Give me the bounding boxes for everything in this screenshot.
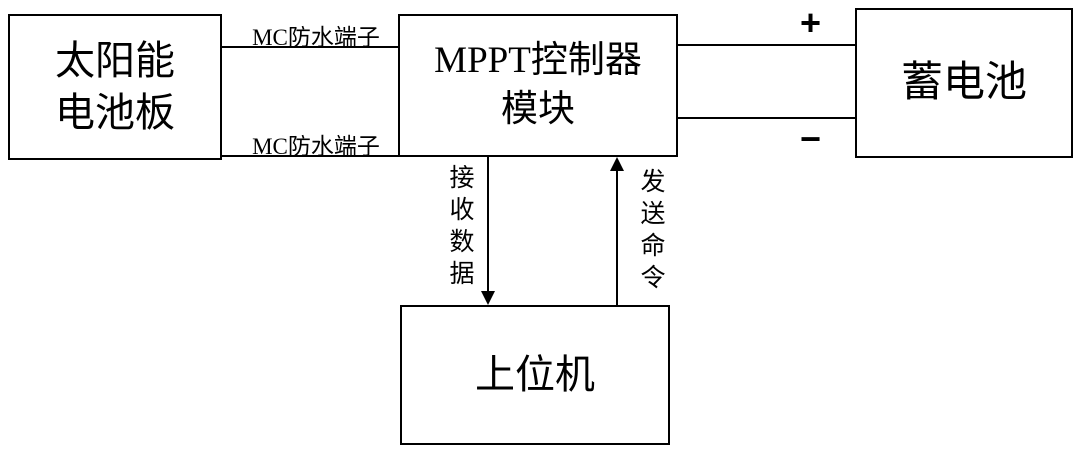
- arrowhead-up-icon: [610, 157, 624, 171]
- negative-terminal-label: −: [800, 118, 822, 159]
- wire-host-to-mppt: [616, 171, 618, 305]
- arrowhead-down-icon: [481, 291, 495, 305]
- send-command-label: 发送命令: [637, 168, 664, 296]
- positive-terminal-label: +: [800, 2, 822, 43]
- solar-panel-label-line2: 电池板: [55, 90, 175, 135]
- solar-panel-box: 太阳能 电池板: [8, 14, 222, 160]
- host-computer-box: 上位机: [400, 305, 670, 445]
- wire-mppt-to-host: [487, 157, 489, 293]
- solar-panel-label-line1: 太阳能: [55, 38, 175, 83]
- battery-box: 蓄电池: [855, 8, 1073, 158]
- battery-label: 蓄电池: [900, 59, 1027, 106]
- mppt-controller-label-line1: MPPT控制器: [434, 40, 642, 82]
- mppt-controller-box: MPPT控制器 模块: [398, 14, 678, 157]
- wire-mppt-to-battery-positive: [678, 44, 855, 46]
- mppt-controller-label-line2: 模块: [501, 88, 575, 130]
- wire-solar-to-mppt-top: [222, 46, 398, 48]
- receive-data-label: 接收数据: [446, 164, 473, 292]
- wire-solar-to-mppt-bottom: [222, 155, 398, 157]
- mc-terminal-label-top: MC防水端子: [252, 25, 380, 50]
- wire-mppt-to-battery-negative: [678, 117, 855, 119]
- host-computer-label: 上位机: [475, 352, 595, 397]
- mc-terminal-label-bottom: MC防水端子: [252, 134, 380, 159]
